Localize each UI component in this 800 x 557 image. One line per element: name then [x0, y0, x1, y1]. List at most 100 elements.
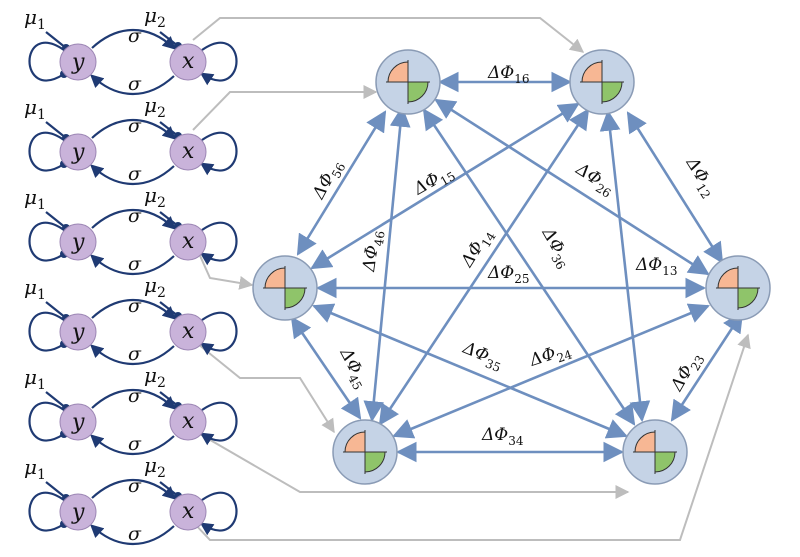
self-loop-y: [28, 41, 65, 82]
label-d36: ΔΦ36: [535, 224, 576, 272]
coupling-top: [91, 299, 176, 320]
mu1-label: μ1: [24, 185, 46, 213]
self-loop-y: [28, 221, 65, 262]
coupling-bottom: [90, 344, 175, 365]
connector-5: [192, 429, 630, 499]
input-mu1: [45, 211, 67, 229]
label-d16: ΔΦ16: [487, 63, 530, 86]
coupling-top: [91, 209, 176, 230]
coupling-bottom: [90, 74, 175, 95]
node-x-label: x: [182, 499, 195, 524]
self-loop-y: [28, 401, 65, 442]
mu1-label: μ1: [24, 275, 46, 303]
coupling-bottom: [90, 524, 175, 545]
mu2-label: μ2: [144, 453, 166, 481]
sigma-top-label: σ: [128, 385, 142, 407]
connector-1: [192, 17, 585, 53]
self-loop-x: [199, 221, 238, 266]
sigma-bottom-label: σ: [128, 253, 142, 275]
self-loop-y: [28, 131, 65, 172]
input-mu1: [45, 391, 67, 409]
input-mu1: [45, 121, 67, 139]
oscillator-5: [252, 255, 318, 321]
node-y-label: y: [71, 230, 85, 255]
node-y: [59, 133, 97, 171]
edge-5-3: [312, 303, 628, 439]
node-y: [59, 313, 97, 351]
node-x: [169, 493, 207, 531]
label-d34: ΔΦ34: [481, 425, 524, 448]
edge-4-2: [392, 303, 710, 439]
label-d46: ΔΦ46: [359, 229, 388, 274]
node-x: [169, 133, 207, 171]
label-d26: ΔΦ26: [570, 159, 618, 201]
mu2-label: μ2: [144, 93, 166, 121]
node-x-label: x: [182, 49, 195, 74]
connector-2: [192, 85, 378, 131]
connector-4: [192, 339, 335, 434]
coupling-top: [91, 119, 176, 140]
input-mu1: [45, 301, 67, 319]
sigma-top-label: σ: [128, 25, 142, 47]
sigma-bottom-label: σ: [128, 73, 142, 95]
node-x: [169, 313, 207, 351]
input-mu1: [45, 31, 67, 49]
self-loop-x: [199, 401, 238, 446]
sigma-bottom-label: σ: [128, 163, 142, 185]
node-x-label: x: [182, 409, 195, 434]
coupling-bottom: [90, 164, 175, 185]
sigma-bottom-label: σ: [128, 433, 142, 455]
mu2-label: μ2: [144, 363, 166, 391]
node-y-label: y: [71, 500, 85, 525]
edge-6-5: [296, 110, 387, 256]
edge-6-3: [422, 108, 636, 426]
mu1-label: μ1: [24, 5, 46, 33]
coupling-top: [91, 479, 176, 500]
coupling-bottom: [90, 434, 175, 455]
sigma-top-label: σ: [128, 475, 142, 497]
node-x-label: x: [182, 319, 195, 344]
node-y-label: y: [71, 320, 85, 345]
coupling-bottom: [90, 254, 175, 275]
oscillator-6: [375, 49, 441, 115]
sigma-top-label: σ: [128, 205, 142, 227]
oscillator-1: [569, 49, 635, 115]
label-d24: ΔΦ24: [526, 339, 574, 374]
mu1-label: μ1: [24, 455, 46, 483]
edges: [290, 71, 744, 463]
node-y: [59, 43, 97, 81]
node-y-label: y: [71, 140, 85, 165]
mu1-label: μ1: [24, 95, 46, 123]
oscillator-3: [622, 419, 688, 485]
node-x: [169, 223, 207, 261]
mu2-label: μ2: [144, 183, 166, 211]
oscillator-2: [705, 255, 771, 321]
label-d12: ΔΦ12: [679, 153, 721, 201]
node-x-label: x: [182, 139, 195, 164]
sigma-top-label: σ: [128, 115, 142, 137]
sigma-bottom-label: σ: [128, 523, 142, 545]
node-x: [169, 43, 207, 81]
self-loop-x: [199, 491, 238, 536]
mu1-label: μ1: [24, 365, 46, 393]
sigma-top-label: σ: [128, 295, 142, 317]
label-d15: ΔΦ15: [410, 161, 458, 202]
mu2-label: μ2: [144, 273, 166, 301]
node-x-label: x: [182, 229, 195, 254]
node-x: [169, 403, 207, 441]
self-loop-y: [28, 311, 65, 352]
node-y-label: y: [71, 410, 85, 435]
input-mu1: [45, 481, 67, 499]
mu2-label: μ2: [144, 3, 166, 31]
label-d25: ΔΦ25: [487, 263, 530, 286]
coupling-top: [91, 389, 176, 410]
oscillator-4: [332, 419, 398, 485]
self-loop-x: [199, 311, 238, 356]
